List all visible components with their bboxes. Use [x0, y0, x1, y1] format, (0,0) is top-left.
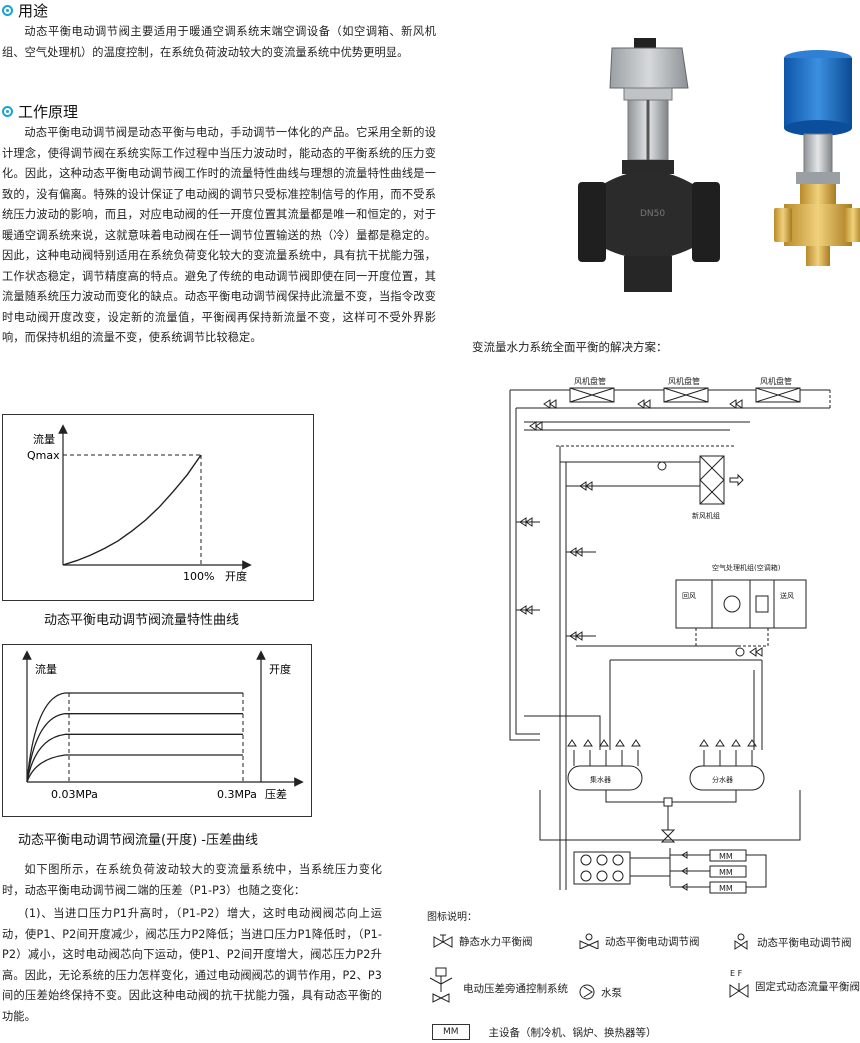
product-photos: DN50	[570, 36, 860, 298]
legend-label: 水泵	[601, 986, 622, 999]
fan-coil-label: 风机盘管	[574, 376, 606, 386]
usage-title: 用途	[18, 2, 49, 20]
legend-label: 主设备（制冷机、锅炉、换热器等）	[488, 1026, 657, 1039]
chart1-xlabel: 开度	[225, 569, 247, 583]
flow-pressure-series	[26, 692, 243, 783]
chart2-caption: 动态平衡电动调节阀流量(开度) -压差曲线	[18, 833, 258, 848]
legend-label: 动态平衡电动调节阀	[757, 936, 852, 949]
ef-mark: E F	[730, 969, 743, 978]
chart2-ylabel2: 开度	[269, 662, 291, 676]
circle-bullet-icon	[2, 5, 13, 16]
legend-label: 固定式动态流量平衡阀	[755, 980, 860, 993]
chart2-ylabel: 流量	[35, 662, 57, 676]
legend-label: 电动压差旁通控制系统	[463, 982, 568, 995]
bottom-intro: 如下图所示，在系统负荷波动较大的变流量系统中，当系统压力变化时，动态平衡电动调节…	[2, 863, 382, 897]
flow-characteristic-svg: 流量 Qmax 100% 开度	[27, 424, 252, 583]
chart2-x-tick1: 0.03MPa	[51, 788, 98, 801]
collector-label: 集水器	[590, 775, 611, 784]
differential-bypass-icon	[429, 967, 453, 1003]
svg-text:DN50: DN50	[640, 209, 665, 219]
usage-heading: 用途	[2, 0, 48, 21]
series-line-2	[26, 713, 243, 783]
valve-illustrations: DN50	[578, 38, 860, 292]
legend-title: 图标说明：	[427, 912, 477, 923]
mm-label: MM	[719, 852, 733, 861]
flow-pressure-svg: 流量 开度 0.03MPa 0.3MPa 压差	[22, 650, 304, 801]
piping-diagram: 风机盘管 风机盘管 风机盘管 新风机组	[500, 370, 840, 895]
chart1-caption: 动态平衡电动调节阀流量特性曲线	[44, 613, 240, 628]
legend-static-balance-valve: 静态水力平衡阀	[432, 933, 533, 949]
static-balance-valve-icon	[433, 934, 453, 948]
chart1-qmax-label: Qmax	[27, 449, 60, 462]
dynamic-electric-valve-icon	[734, 933, 748, 950]
pump-icon	[579, 984, 595, 1000]
chart2-x-tick2: 0.3MPa	[217, 788, 257, 801]
chart2-xlabel: 压差	[265, 787, 287, 801]
chart1-x-tick: 100%	[183, 570, 214, 583]
main-equipment: MM MM MM	[709, 849, 747, 894]
mm-box: MM	[432, 1024, 470, 1040]
legend-differential-bypass: 电动压差旁通控制系统	[428, 966, 568, 1010]
principle-title: 工作原理	[18, 103, 79, 121]
brass-valve-image	[774, 50, 860, 266]
chart1-ylabel: 流量	[33, 432, 55, 446]
legend-fixed-flow-valve: E F 固定式动态流量平衡阀	[728, 969, 860, 1000]
return-air-label: 回风	[682, 592, 696, 600]
series-line-3	[26, 733, 243, 783]
cast-iron-valve-image: DN50	[578, 38, 720, 292]
water-distributor: 分水器	[689, 765, 765, 791]
fixed-flow-valve-icon: E F	[728, 969, 750, 1000]
supply-air-label: 送风	[780, 591, 794, 600]
distributor-label: 分水器	[712, 775, 733, 784]
legend-main-equipment: MM 主设备（制冷机、锅炉、换热器等）	[432, 1024, 657, 1040]
dynamic-electric-valve-icon	[579, 933, 599, 949]
legend-pump: 水泵	[578, 983, 622, 1001]
principle-text: 动态平衡电动调节阀是动态平衡与电动，手动调节一体化的产品。它采用全新的设计理念，…	[2, 126, 436, 344]
water-collector: 集水器	[567, 765, 643, 791]
mm-label: MM	[719, 884, 733, 893]
diagram-title: 变流量水力系统全面平衡的解决方案：	[472, 340, 668, 354]
fan-coil-label: 风机盘管	[668, 376, 700, 386]
fan-coil-label: 风机盘管	[760, 376, 792, 386]
ahu-label: 空气处理机组(空调箱)	[712, 563, 781, 572]
legend-label: 静态水力平衡阀	[459, 935, 533, 948]
fan-coil-unit: 风机盘管	[663, 376, 709, 403]
usage-text: 动态平衡电动调节阀主要适用于暖通空调系统末端空调设备（如空调箱、新风机组、空气处…	[2, 25, 436, 59]
circle-bullet-icon	[2, 106, 13, 117]
series-line-1	[26, 692, 243, 783]
flow-curve	[62, 454, 202, 566]
legend-dynamic-valve-b: 动态平衡电动调节阀	[730, 933, 852, 951]
principle-heading: 工作原理	[2, 101, 78, 122]
piping-diagram-svg: 风机盘管 风机盘管 风机盘管 新风机组	[509, 376, 831, 894]
air-handling-unit: 空气处理机组(空调箱) 回风 送风	[675, 563, 807, 629]
fan-coil-unit: 风机盘管	[569, 376, 615, 403]
fan-coil-unit: 风机盘管	[755, 376, 801, 403]
legend-dynamic-valve-a: 动态平衡电动调节阀	[578, 933, 700, 949]
legend-label: 动态平衡电动调节阀	[605, 935, 700, 948]
bottom-detail: (1)、当进口压力P1升高时，（P1-P2）增大，这时电动阀阀芯向上运动，使P1…	[2, 907, 382, 1023]
fresh-air-unit: 新风机组	[692, 455, 744, 520]
fresh-air-label: 新风机组	[692, 511, 720, 520]
series-line-4	[26, 754, 243, 783]
flow-pressure-chart: 流量 开度 0.03MPa 0.3MPa 压差	[2, 644, 312, 817]
flow-characteristic-chart: 流量 Qmax 100% 开度	[2, 414, 314, 601]
mm-label: MM	[719, 868, 733, 877]
